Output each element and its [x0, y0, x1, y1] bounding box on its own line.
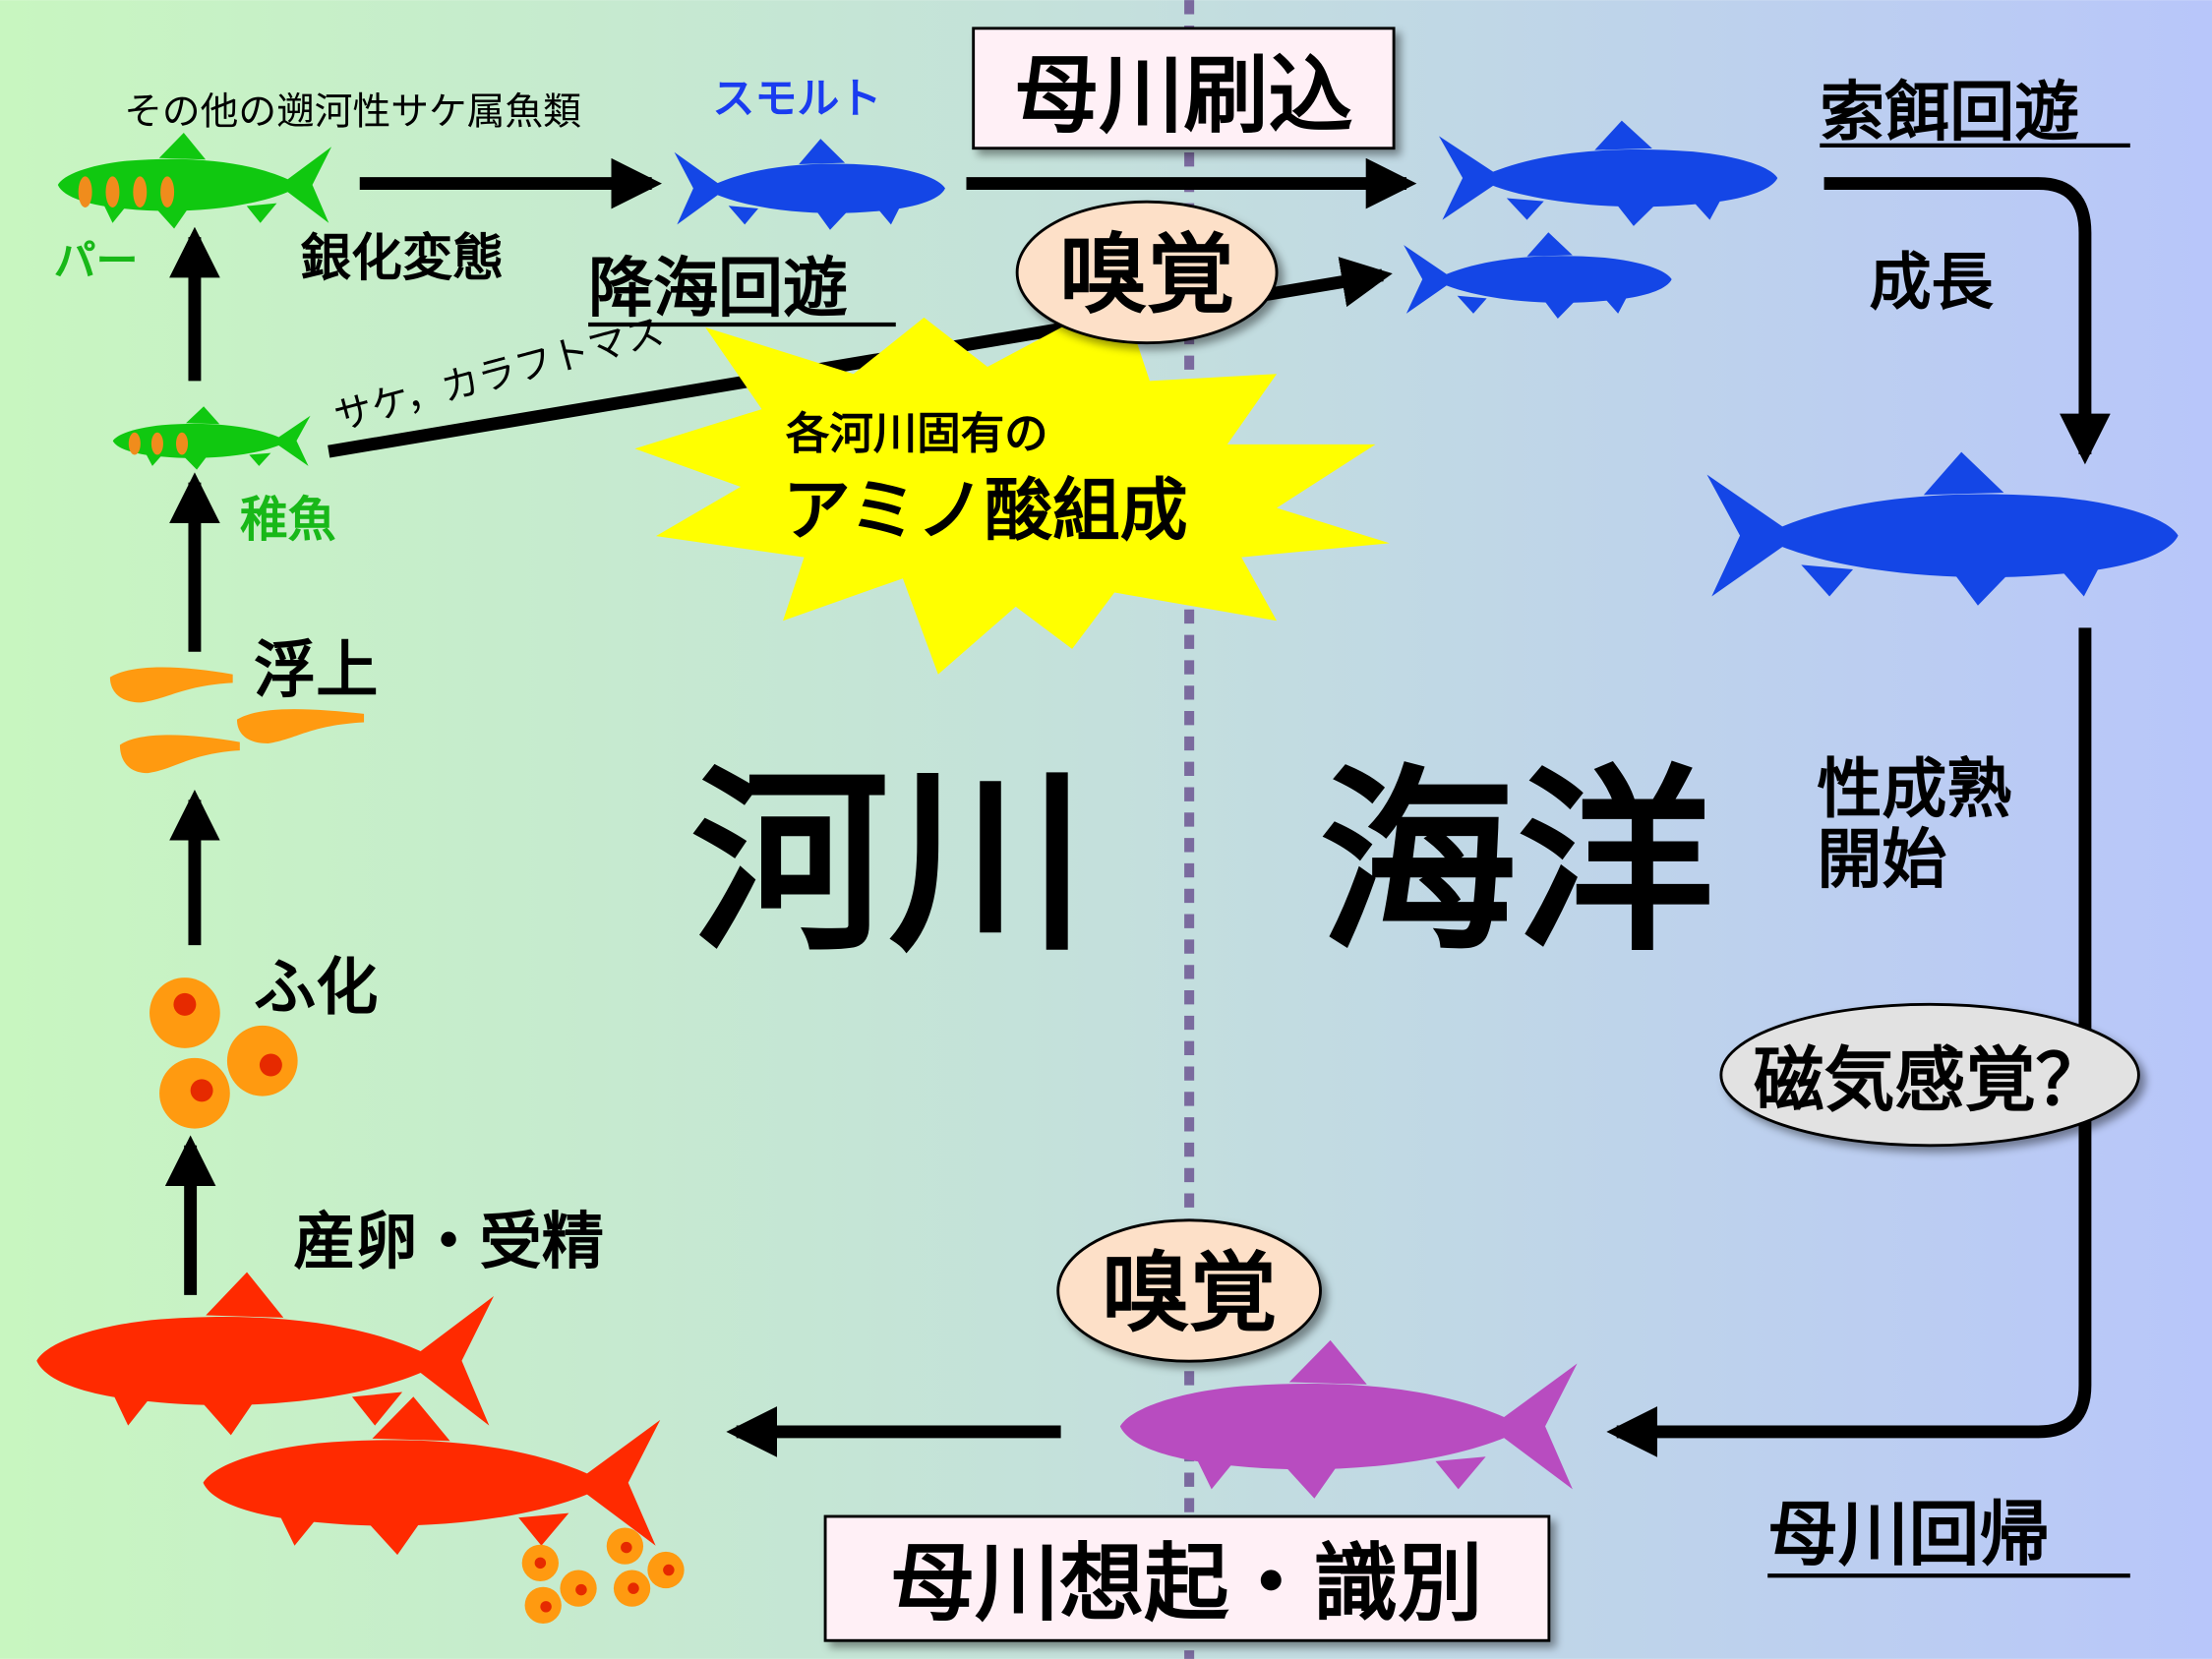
fry-label: 稚魚	[240, 493, 336, 548]
magnetic-sense-label: 磁気感覚？	[1754, 1038, 2107, 1121]
hatching-label: ふ化	[254, 951, 378, 1024]
recall-box: 母川想起・識別	[823, 1514, 1551, 1642]
arrow-homing	[1606, 627, 2092, 1457]
magnetic-sense-bubble: 磁気感覚？	[1719, 1002, 2140, 1148]
olfaction-bubble-bottom: 嗅覚	[1056, 1218, 1322, 1363]
hatching-eggs	[149, 978, 298, 1129]
amino-acid-starburst	[634, 317, 1390, 675]
imprinting-box: 母川刷込	[972, 27, 1396, 150]
olfaction-bubble-top: 嗅覚	[1015, 200, 1279, 345]
recall-label: 母川想起・識別	[890, 1535, 1482, 1633]
homing-label: 母川回帰	[1767, 1493, 2050, 1575]
olfaction-label-top: 嗅覚	[1059, 223, 1234, 326]
amino-acid-label-line1: 各河川固有の	[786, 409, 1048, 459]
parr-fish	[57, 132, 332, 229]
river-label: 河川	[691, 749, 1087, 978]
amino-acid-label-line2: アミノ酸組成	[783, 471, 1188, 550]
other-species-label: その他の遡河性サケ属魚類	[124, 89, 581, 134]
emergence-label: 浮上	[254, 633, 378, 706]
feeding-migration-label: 索餌回遊	[1820, 74, 2079, 149]
alevins	[109, 667, 365, 774]
spawned-eggs	[521, 1527, 685, 1625]
fry-fish	[112, 406, 311, 470]
smoltification-label: 銀化変態	[301, 229, 505, 288]
imprinting-label: 母川刷込	[1014, 46, 1352, 145]
smolt-label: スモルト	[712, 75, 881, 124]
seaward-migration-label: 降海回遊	[588, 251, 848, 326]
growth-label: 成長	[1869, 246, 1994, 319]
arrow-growth	[1823, 177, 2111, 465]
ocean-label: 海洋	[1319, 749, 1714, 978]
maturation-label-line2: 開始	[1817, 822, 1946, 898]
olfaction-label-bottom: 嗅覚	[1102, 1242, 1277, 1344]
spawning-label: 産卵・受精	[293, 1205, 603, 1277]
maturation-label-line1: 性成熟	[1817, 751, 2011, 827]
parr-label: パー	[54, 237, 139, 286]
